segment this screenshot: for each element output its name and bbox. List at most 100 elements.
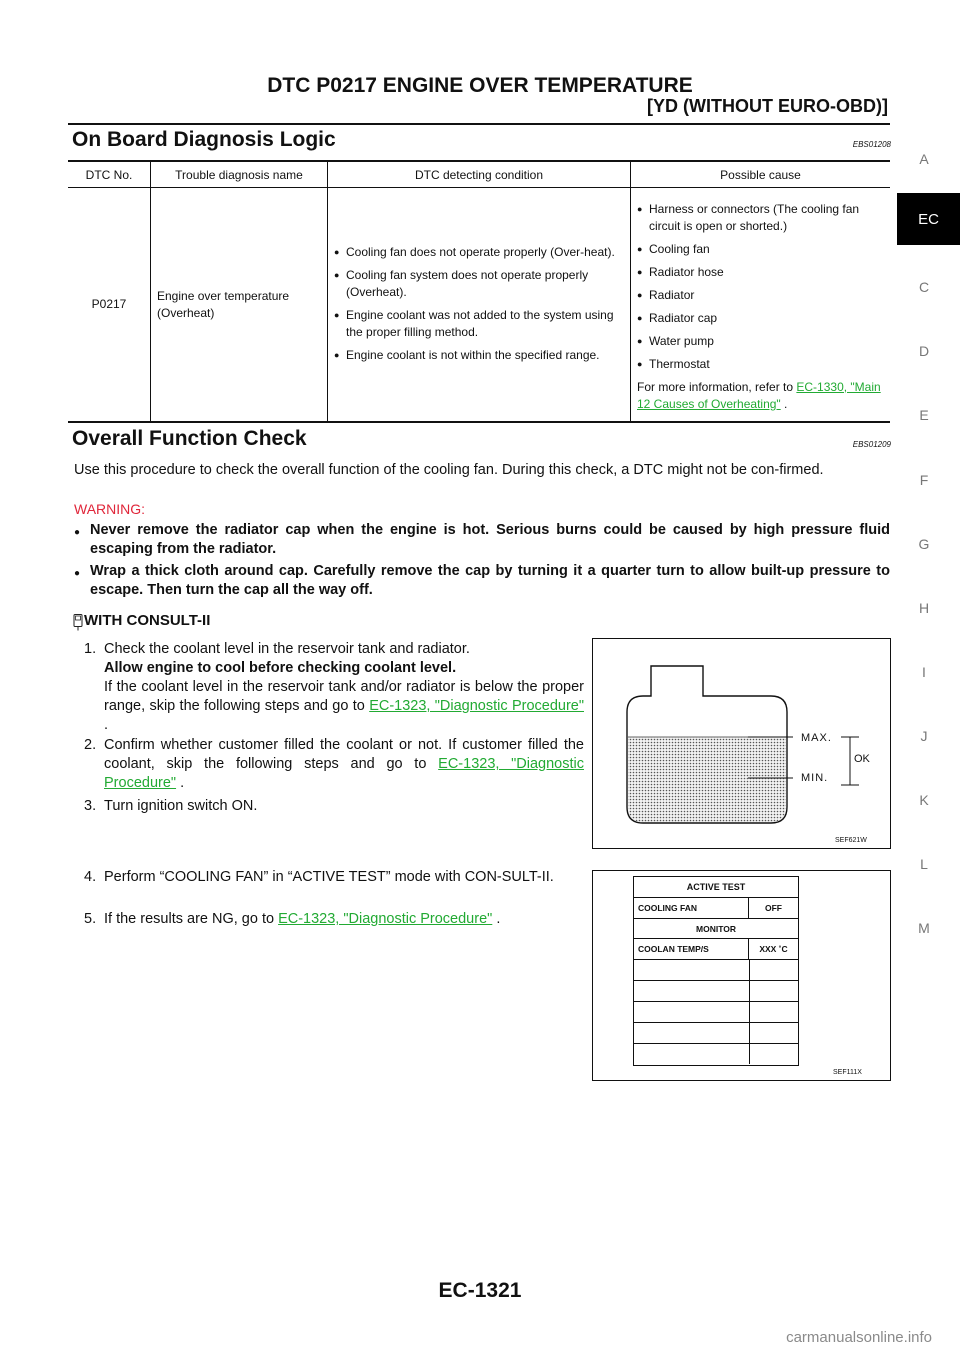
dtc-table: DTC No. Trouble diagnosis name DTC detec…	[68, 160, 890, 423]
step-2: 2. Confirm whether customer filled the c…	[84, 736, 584, 793]
active-test-title: ACTIVE TEST	[634, 877, 798, 898]
cause-item: Harness or connectors (The cooling fan c…	[637, 201, 884, 235]
watermark: carmanualsonline.info	[786, 1329, 932, 1346]
coolant-temp-item: COOLAN TEMP/S	[634, 939, 749, 959]
condition-item: Engine coolant was not added to the syst…	[334, 307, 624, 341]
cause-item: Cooling fan	[637, 241, 884, 258]
section-code-function-check: EBS01209	[852, 440, 891, 449]
side-index-c[interactable]: C	[918, 279, 930, 295]
step-text: Check the coolant level in the reservoir…	[104, 641, 470, 657]
reservoir-tank-illustration	[626, 665, 859, 824]
step-text: If the results are NG, go to	[104, 911, 279, 927]
condition-item: Engine coolant is not within the specifi…	[334, 347, 624, 364]
col-possible-cause: Possible cause	[630, 160, 890, 188]
side-index-k[interactable]: K	[919, 792, 929, 808]
step-number: 2.	[84, 737, 97, 753]
table-row: COOLING FAN OFF	[634, 898, 798, 919]
cause-item: Radiator hose	[637, 264, 884, 281]
cell-dtc-no: P0217	[68, 187, 151, 423]
step-3: 3. Turn ignition switch ON.	[84, 797, 584, 816]
side-index-d[interactable]: D	[918, 343, 930, 359]
bullet-icon: ●	[74, 527, 81, 538]
page-title: DTC P0217 ENGINE OVER TEMPERATURE	[267, 74, 693, 97]
step-caution: Allow engine to cool before checking coo…	[104, 660, 457, 676]
table-row	[634, 960, 798, 981]
step-5: 5. If the results are NG, go to EC-1323,…	[84, 910, 584, 929]
side-index-f[interactable]: F	[919, 472, 929, 488]
consult-screen: ACTIVE TEST COOLING FAN OFF MONITOR COOL…	[633, 876, 799, 1066]
cause-item: Water pump	[637, 333, 884, 350]
cooling-fan-item: COOLING FAN	[634, 898, 749, 918]
page-number: EC-1321	[438, 1279, 522, 1302]
step-text: Confirm whether customer filled the cool…	[104, 737, 584, 772]
ok-range-label: OK	[854, 753, 870, 765]
side-index-g[interactable]: G	[918, 536, 930, 552]
col-trouble-name: Trouble diagnosis name	[150, 160, 328, 188]
table-row	[634, 1023, 798, 1044]
step-number: 1.	[84, 641, 97, 657]
coolant-temp-value: XXX ˚C	[759, 944, 788, 954]
table-row	[634, 1044, 798, 1064]
monitor-label: MONITOR	[634, 919, 798, 939]
warning-item: ● Never remove the radiator cap when the…	[74, 521, 890, 559]
side-index-m[interactable]: M	[918, 920, 930, 936]
section-title-function-check: Overall Function Check	[72, 427, 307, 450]
step-4: 4. Perform “COOLING FAN” in “ACTIVE TEST…	[84, 868, 584, 887]
condition-item: Cooling fan system does not operate prop…	[334, 267, 624, 301]
side-index-l[interactable]: L	[920, 856, 928, 872]
cause-item: Radiator	[637, 287, 884, 304]
active-test-figure: ACTIVE TEST COOLING FAN OFF MONITOR COOL…	[592, 870, 891, 1081]
section-code-obd-logic: EBS01208	[852, 140, 891, 149]
diagnostic-procedure-link[interactable]: EC-1323, "Diagnostic Procedure"	[369, 698, 584, 714]
cause-item: Radiator cap	[637, 310, 884, 327]
cooling-fan-value: OFF	[765, 903, 782, 913]
page-subtitle: [YD (WITHOUT EURO-OBD)]	[647, 96, 888, 116]
condition-item: Cooling fan does not operate properly (O…	[334, 244, 624, 261]
step-suffix: .	[176, 775, 185, 791]
max-level-label: MAX.	[801, 732, 832, 744]
consult-heading: WITH CONSULT-II	[84, 612, 211, 629]
function-check-intro: Use this procedure to check the overall …	[74, 462, 824, 478]
table-row	[634, 981, 798, 1002]
consult-tool-icon	[73, 614, 83, 631]
warning-text: Never remove the radiator cap when the e…	[90, 522, 890, 557]
min-level-label: MIN.	[801, 772, 829, 784]
step-number: 4.	[84, 869, 97, 885]
overheating-causes-link[interactable]: EC-1330, "Main 12 Causes of Overheating"	[637, 379, 881, 411]
step-number: 3.	[84, 798, 97, 814]
side-index-h[interactable]: H	[918, 600, 930, 616]
side-index-e[interactable]: E	[919, 407, 929, 423]
warning-label: WARNING:	[74, 501, 146, 517]
col-detecting-condition: DTC detecting condition	[327, 160, 631, 188]
cause-item: Thermostat	[637, 356, 884, 373]
cell-possible-causes: Harness or connectors (The cooling fan c…	[630, 187, 890, 423]
reservoir-tank-figure: MAX. MIN. OK SEF621W	[592, 638, 891, 849]
figure-code: SEF111X	[833, 1069, 862, 1076]
dtc-table-header-row: DTC No. Trouble diagnosis name DTC detec…	[68, 160, 890, 188]
cell-detecting-conditions: Cooling fan does not operate properly (O…	[327, 187, 631, 423]
table-row	[634, 1002, 798, 1023]
side-index-j[interactable]: J	[920, 728, 928, 744]
diagnostic-procedure-link[interactable]: EC-1323, "Diagnostic Procedure"	[278, 911, 493, 927]
step-1: 1. Check the coolant level in the reserv…	[84, 640, 584, 735]
step-suffix: .	[104, 717, 109, 733]
more-info-suffix: .	[780, 396, 788, 411]
warning-item: ● Wrap a thick cloth around cap. Careful…	[74, 562, 890, 600]
step-text: Turn ignition switch ON.	[104, 798, 258, 814]
section-title-obd-logic: On Board Diagnosis Logic	[72, 128, 336, 151]
table-row: COOLAN TEMP/S XXX ˚C	[634, 939, 798, 960]
header-divider	[68, 123, 890, 125]
step-number: 5.	[84, 911, 97, 927]
more-info-prefix: For more information, refer to	[637, 379, 797, 394]
step-text: Perform “COOLING FAN” in “ACTIVE TEST” m…	[104, 869, 554, 885]
side-index-i[interactable]: I	[922, 664, 926, 680]
diagnostic-procedure-link[interactable]: EC-1323, "Diagnostic Procedure"	[104, 756, 585, 791]
side-index-ec-active[interactable]: EC	[897, 193, 960, 245]
col-dtc-no: DTC No.	[68, 160, 151, 188]
warning-text: Wrap a thick cloth around cap. Carefully…	[90, 563, 890, 598]
figure-code: SEF621W	[835, 837, 867, 844]
step-suffix: .	[492, 911, 501, 927]
side-index-a[interactable]: A	[919, 151, 929, 167]
cell-trouble-name: Engine over temperature (Overheat)	[150, 187, 328, 423]
table-row: P0217 Engine over temperature (Overheat)…	[68, 187, 890, 423]
